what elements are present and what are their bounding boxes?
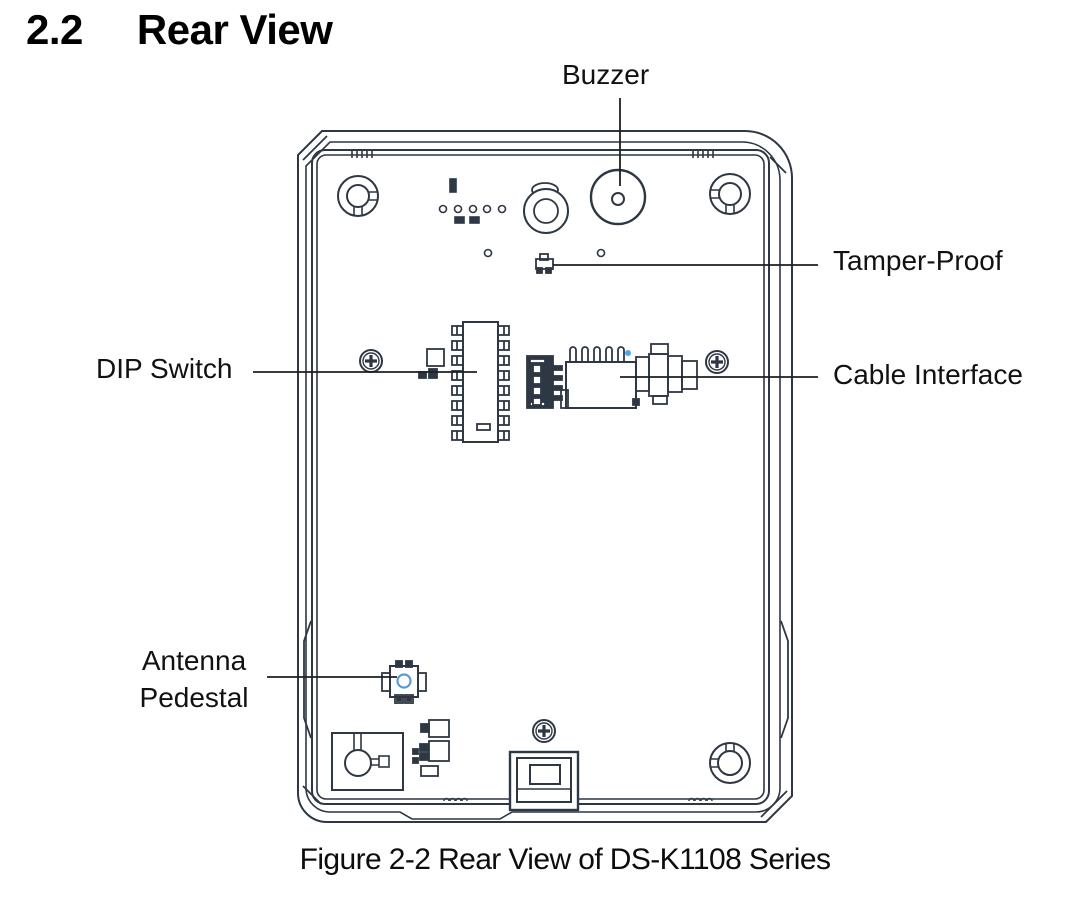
section-number: 2.2 bbox=[26, 6, 83, 53]
board-outline bbox=[311, 149, 770, 805]
smd-parts-bottom bbox=[412, 719, 450, 777]
mount-hole-top-right bbox=[709, 173, 751, 215]
screw-left bbox=[359, 349, 383, 373]
case-outline bbox=[297, 130, 793, 823]
top-tick-marks bbox=[351, 151, 714, 158]
screw-bottom bbox=[532, 719, 556, 743]
smd-parts-left bbox=[418, 348, 445, 379]
cable-connector-drawing bbox=[560, 343, 698, 409]
tamper-switch-drawing bbox=[535, 253, 554, 274]
leader-lines bbox=[253, 98, 818, 678]
pin-header-4p bbox=[526, 355, 563, 409]
buzzer-drawing bbox=[589, 168, 647, 226]
wire-clamp-drawing bbox=[331, 732, 404, 791]
mount-hole-top-left bbox=[337, 175, 379, 217]
screw-right bbox=[705, 350, 729, 374]
section-title: Rear View bbox=[136, 6, 333, 53]
bottom-scallops bbox=[443, 797, 713, 802]
led-hole-row bbox=[438, 178, 606, 258]
figure-caption: Figure 2-2 Rear View of DS-K1108 Series bbox=[299, 843, 831, 876]
label-tamper-proof: Tamper-Proof bbox=[833, 245, 1003, 276]
label-cable-interface: Cable Interface bbox=[833, 359, 1023, 390]
capacitor-drawing bbox=[523, 182, 569, 234]
section-heading: 2.2 Rear View bbox=[26, 6, 333, 54]
mount-hole-bottom-right bbox=[709, 742, 751, 784]
port-drawing bbox=[508, 750, 580, 812]
dip-switch-drawing bbox=[451, 321, 510, 443]
label-buzzer: Buzzer bbox=[562, 59, 650, 90]
label-antenna-pedestal: Antenna Pedestal bbox=[139, 645, 249, 713]
label-dip-switch: DIP Switch bbox=[96, 353, 233, 384]
antenna-pedestal-drawing bbox=[381, 660, 427, 704]
